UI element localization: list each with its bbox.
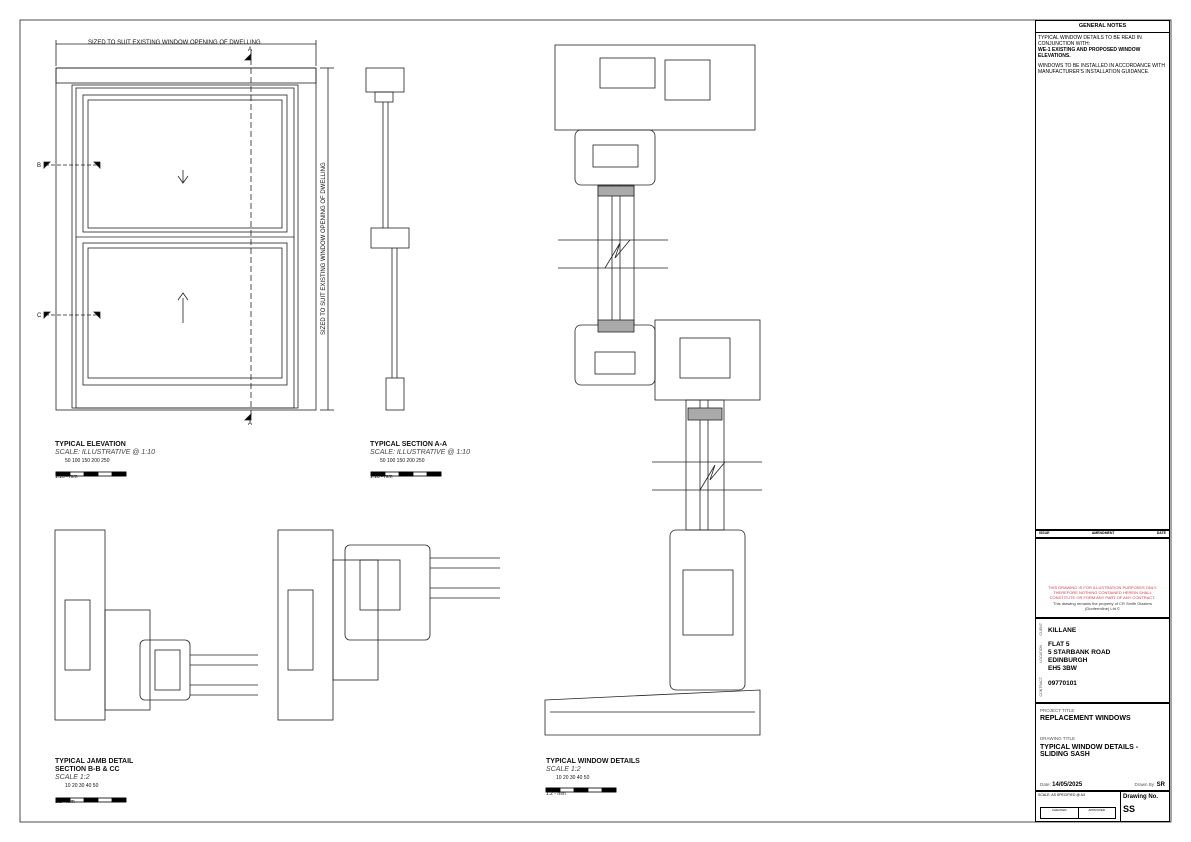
window-details-drawing — [544, 44, 762, 736]
elevation-drawing — [43, 40, 334, 421]
drawing-number-label: Drawing No. — [1123, 794, 1159, 800]
general-notes-title: GENERAL NOTES — [1036, 21, 1169, 33]
property-notice: This drawing remains the property of CR … — [1053, 601, 1152, 611]
scale-ticks: 50 100 150 200 250 — [380, 458, 425, 464]
contract-label: CONTRACT — [1039, 677, 1043, 697]
jamb-title: TYPICAL JAMB DETAIL — [55, 758, 134, 765]
client-name: KILLANE — [1048, 627, 1077, 634]
section-marker-b: B — [37, 163, 42, 169]
note-1: TYPICAL WINDOW DETAILS TO BE READ IN CON… — [1038, 35, 1142, 47]
drawn-by: SR — [1156, 782, 1165, 788]
details-title: TYPICAL WINDOW DETAILS — [546, 758, 640, 765]
scale-unit: 1:2 - mm — [55, 799, 75, 805]
location-line: FLAT 5 — [1048, 641, 1070, 648]
details-scale: SCALE 1:2 — [546, 766, 581, 773]
section-scale: SCALE: ILLUSTRATIVE @ 1:10 — [370, 449, 470, 456]
checked-box: CHECKED — [1041, 808, 1079, 818]
drawing-number: SS — [1123, 804, 1136, 814]
issue-header: ISSUE — [1039, 531, 1050, 535]
sheet-border — [19, 19, 1172, 823]
width-dimension-label: SIZED TO SUIT EXISTING WINDOW OPENING OF… — [88, 40, 261, 46]
height-dimension-label: SIZED TO SUIT EXISTING WINDOW OPENING OF… — [321, 162, 327, 335]
location-line: 5 STARBANK ROAD — [1048, 649, 1111, 656]
scale-ticks: 50 100 150 200 250 — [65, 458, 110, 464]
drawing-date: 14/05/2025 — [1052, 782, 1083, 788]
disclaimer-text: THIS DRAWING IS FOR ILLUSTRATION PURPOSE… — [1048, 585, 1157, 600]
location-label: LOCATION — [1039, 645, 1043, 663]
section-title: TYPICAL SECTION A-A — [370, 441, 448, 448]
date-label: Date: — [1040, 782, 1051, 787]
scale-note: SCALE: AS SPECIFIED @ A3 — [1038, 793, 1085, 797]
scale-ticks: 10 20 30 40 50 — [556, 775, 590, 781]
drawing-title-line2: SLIDING SASH — [1040, 751, 1090, 758]
elevation-title: TYPICAL ELEVATION — [55, 441, 126, 448]
project-label: PROJECT TITLE — [1040, 708, 1075, 713]
jamb-subtitle: SECTION B-B & CC — [55, 766, 120, 773]
location-line: EDINBURGH — [1048, 657, 1088, 664]
note-2: WE-1 EXISTING AND PROPOSED WINDOW ELEVAT… — [1038, 47, 1141, 59]
scale-unit: 1:2 - mm — [546, 791, 566, 797]
general-notes-panel: GENERAL NOTES TYPICAL WINDOW DETAILS TO … — [1035, 20, 1170, 530]
contract-number: 09770101 — [1048, 680, 1077, 687]
scale-unit: 1:10 - mm — [370, 474, 393, 480]
drawn-by-label: Drawn By: — [1134, 782, 1156, 787]
section-aa-drawing — [365, 67, 410, 411]
project-title: REPLACEMENT WINDOWS — [1040, 715, 1131, 722]
revision-header: ISSUE AMENDMENT DATE — [1035, 530, 1170, 538]
drawing-title-label: DRAWING TITLE — [1040, 736, 1076, 741]
drawing-number-panel: SCALE: AS SPECIFIED @ A3 CHECKED APPROVE… — [1035, 791, 1170, 822]
section-marker-a-top: A — [248, 47, 253, 53]
jamb-scale: SCALE 1:2 — [55, 774, 90, 781]
project-panel: PROJECT TITLE REPLACEMENT WINDOWS DRAWIN… — [1035, 703, 1170, 791]
drawing-title-line1: TYPICAL WINDOW DETAILS - — [1040, 744, 1139, 751]
scale-unit: 1:10 - mm — [55, 474, 78, 480]
scale-ticks: 10 20 30 40 50 — [65, 783, 99, 789]
section-marker-c: C — [37, 313, 42, 319]
approved-box: APPROVED — [1088, 808, 1106, 812]
client-panel: KILLANE FLAT 5 5 STARBANK ROAD EDINBURGH… — [1035, 618, 1170, 703]
section-marker-a-bottom: A — [248, 421, 253, 427]
location-line: EH5 3BW — [1048, 665, 1077, 672]
amendment-header: AMENDMENT — [1091, 531, 1115, 535]
scale-bars — [55, 471, 617, 803]
note-3: WINDOWS TO BE INSTALLED IN ACCORDANCE WI… — [1038, 63, 1165, 75]
jamb-detail-drawing — [54, 529, 500, 721]
client-label: CLIENT — [1039, 623, 1043, 636]
disclaimer-panel: THIS DRAWING IS FOR ILLUSTRATION PURPOSE… — [1035, 538, 1170, 618]
elevation-scale: SCALE: ILLUSTRATIVE @ 1:10 — [55, 449, 155, 456]
date-header: DATE — [1156, 531, 1166, 535]
